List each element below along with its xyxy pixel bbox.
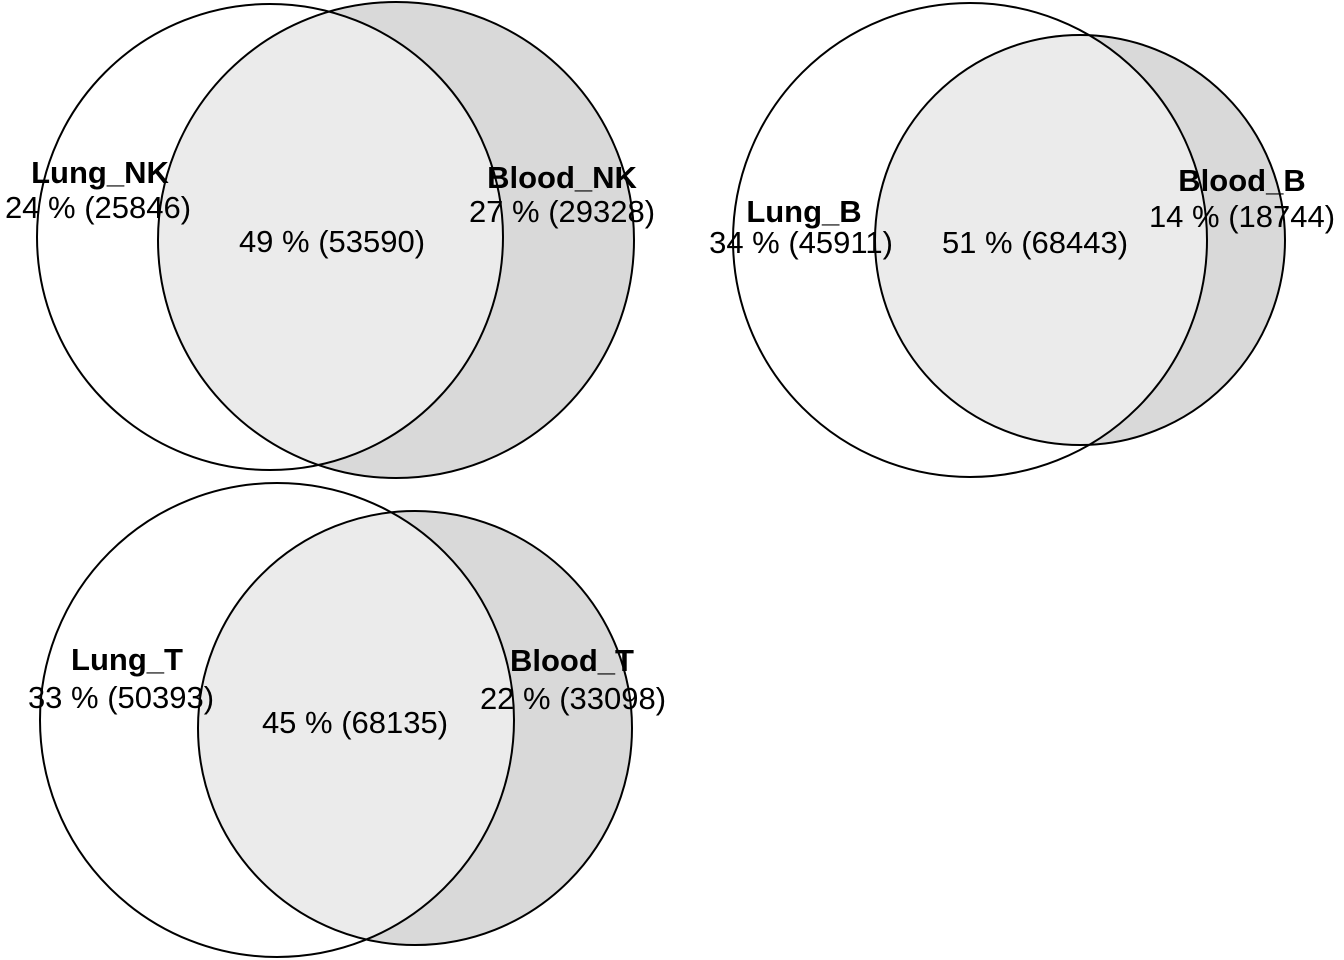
venn-b-panel: Lung_B 34 % (45911) 51 % (68443) Blood_B… — [709, 2, 1335, 478]
blood-t-outline — [197, 510, 633, 946]
t-overlap-region — [198, 511, 514, 945]
lung-b-outline — [732, 2, 1208, 478]
lung-b-set-label: Lung_B — [746, 194, 861, 229]
lung-b-unique-label: 34 % (45911) — [709, 225, 893, 260]
venn-nk-panel: Lung_NK 24 % (25846) 49 % (53590) Blood_… — [5, 1, 655, 479]
lung-t-unique-label: 33 % (50393) — [28, 680, 214, 715]
nk-overlap-label: 49 % (53590) — [239, 224, 425, 259]
lung-nk-unique-label: 24 % (25846) — [5, 190, 191, 225]
blood-b-unique-label: 14 % (18744) — [1149, 199, 1335, 234]
blood-t-unique-label: 22 % (33098) — [480, 681, 666, 716]
blood-nk-outline — [157, 1, 635, 479]
blood-t-set-label: Blood_T — [510, 643, 634, 678]
lung-nk-outline — [36, 3, 504, 471]
blood-b-outline — [874, 34, 1286, 446]
venn-t-panel: Lung_T 33 % (50393) 45 % (68135) Blood_T… — [28, 482, 666, 958]
blood-nk-set-label: Blood_NK — [487, 160, 637, 195]
b-overlap-label: 51 % (68443) — [942, 225, 1128, 260]
blood-b-set-label: Blood_B — [1178, 163, 1305, 198]
blood-nk-unique-label: 27 % (29328) — [469, 194, 655, 229]
b-overlap-region — [875, 35, 1207, 445]
lung-t-set-label: Lung_T — [71, 642, 183, 677]
t-overlap-label: 45 % (68135) — [262, 705, 448, 740]
lung-nk-set-label: Lung_NK — [31, 155, 169, 190]
nk-overlap-region — [158, 4, 503, 470]
lung-t-outline — [39, 482, 515, 958]
